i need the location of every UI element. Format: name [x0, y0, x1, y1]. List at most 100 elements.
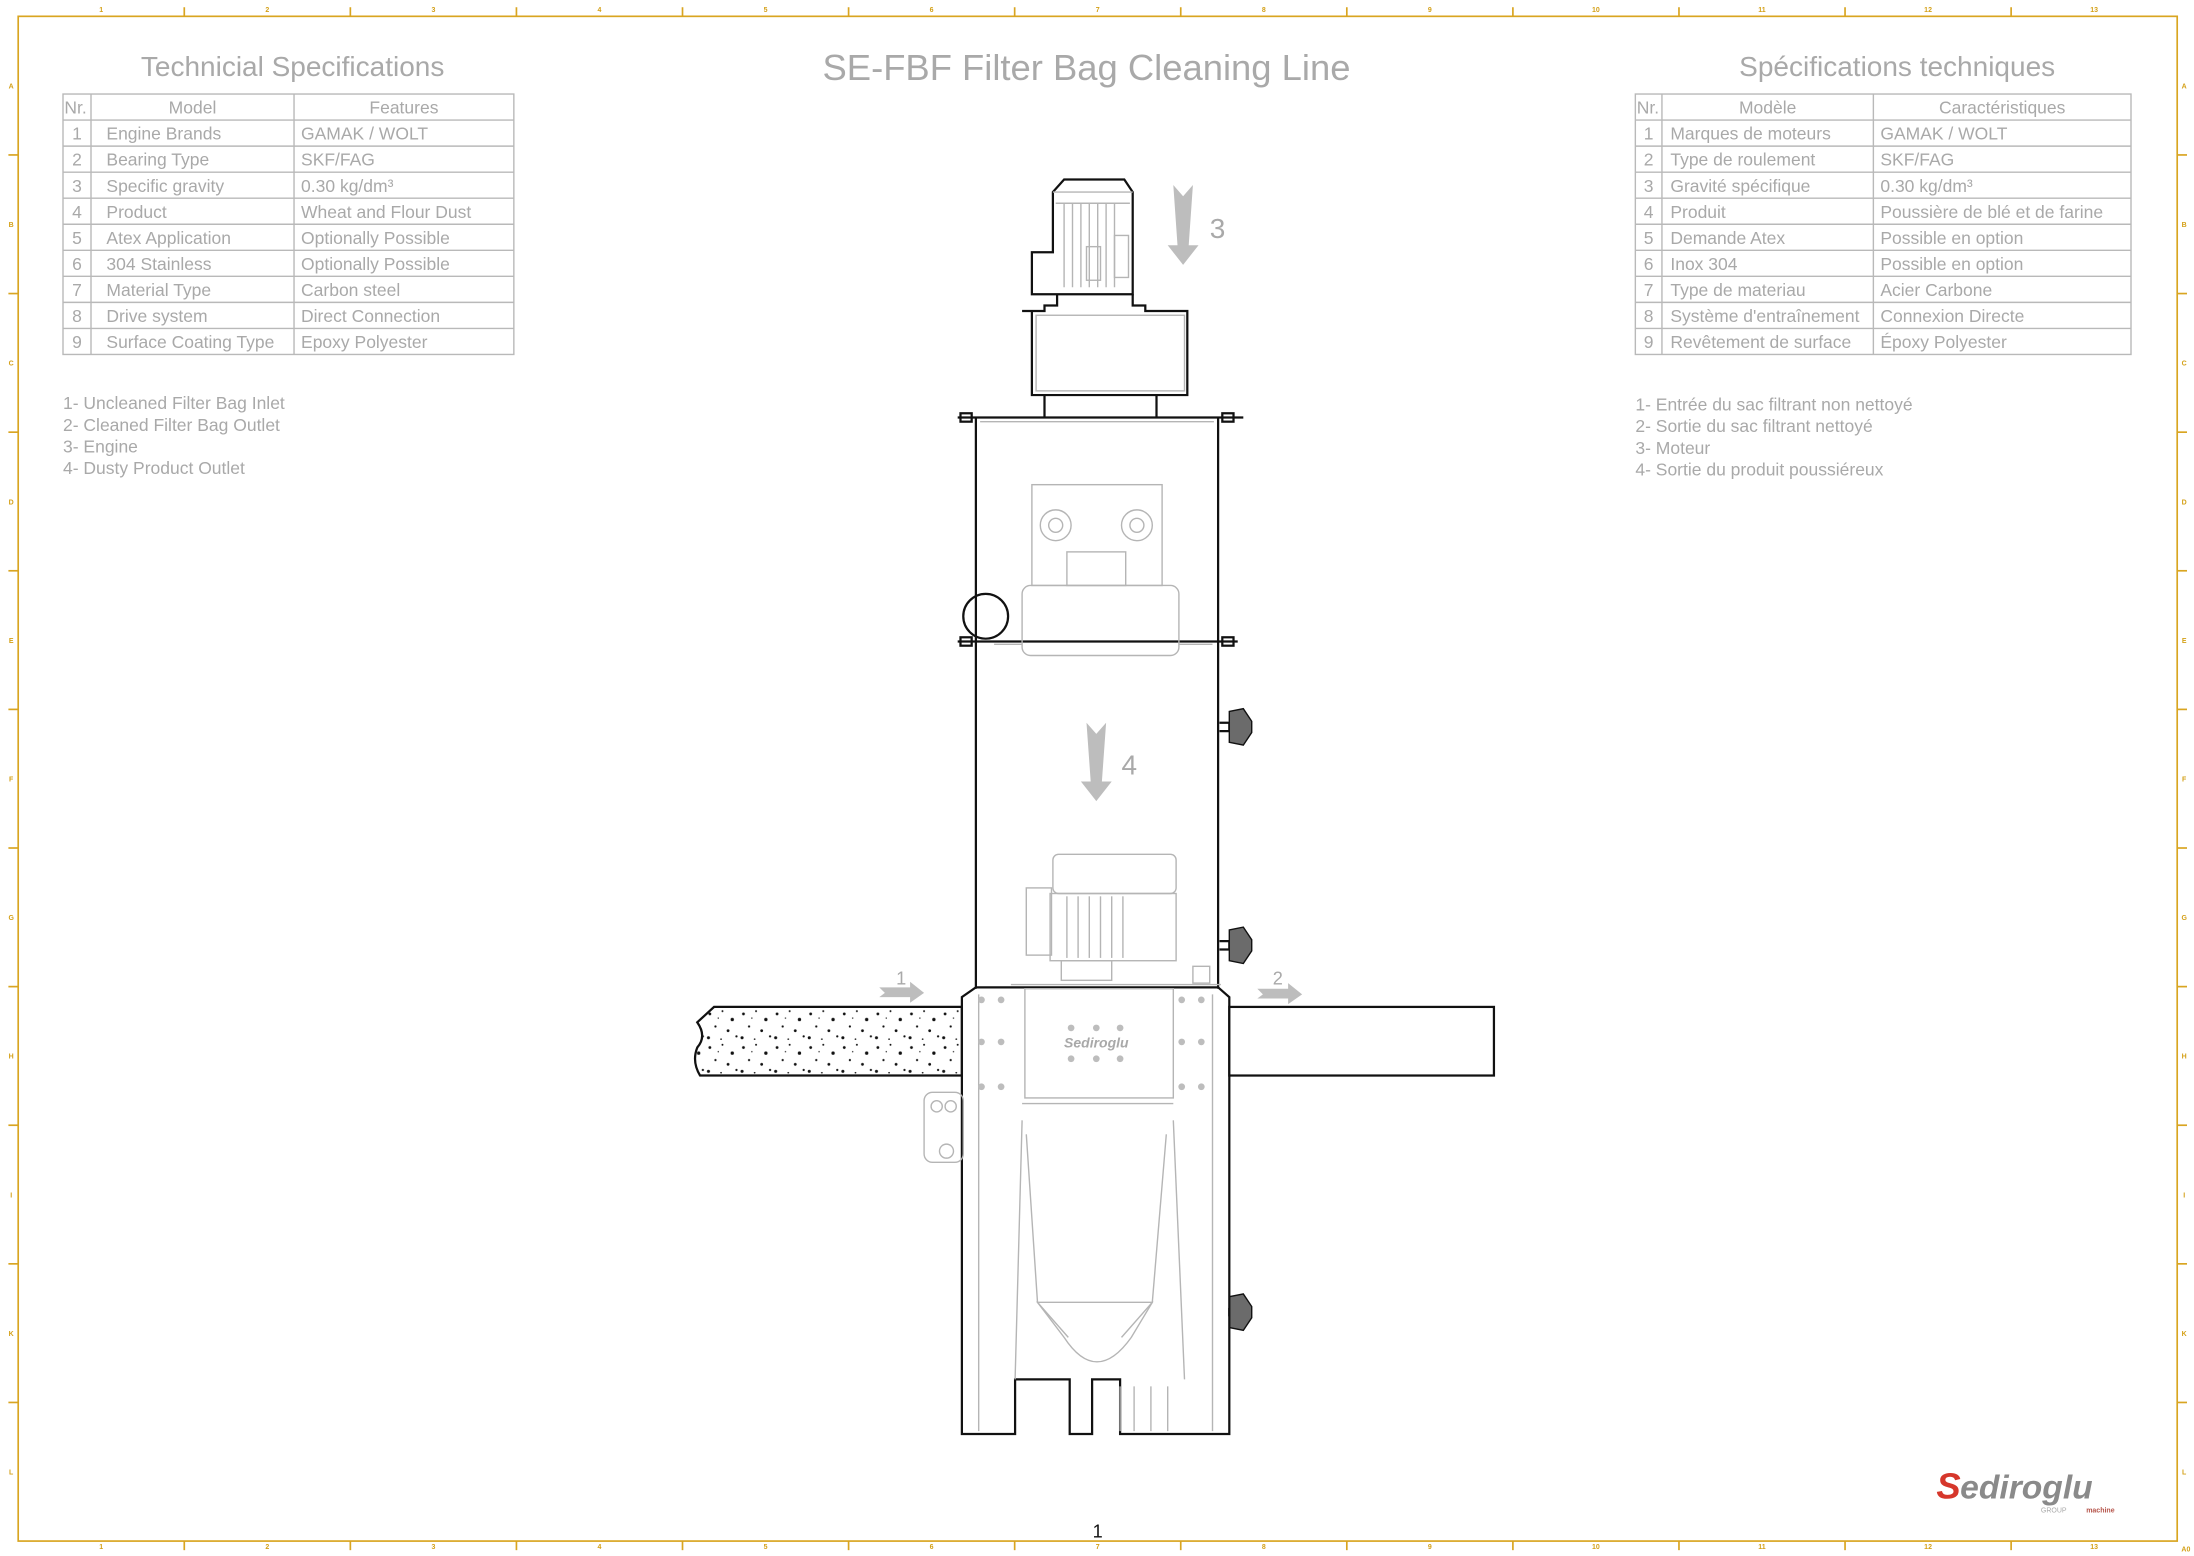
row-number: 1 — [72, 124, 82, 144]
ruler-row-label: I — [10, 1192, 12, 1199]
table-header-features: Caractéristiques — [1939, 98, 2066, 118]
legend-item: 3- Engine — [63, 436, 138, 456]
bolt — [1067, 1055, 1075, 1063]
row-number: 1 — [1644, 124, 1654, 144]
table-header-nr: Nr. — [64, 98, 86, 118]
page-number: 1 — [1093, 1522, 1103, 1542]
ruler-column-label: 4 — [598, 1544, 602, 1551]
left-specs-title: Technicial Specifications — [141, 51, 444, 82]
ruler-column-label: 2 — [265, 1544, 269, 1551]
table-header-model: Modèle — [1739, 98, 1796, 118]
ruler-column-label: 11 — [1758, 7, 1766, 14]
lower-engine — [1010, 853, 1221, 986]
bolt — [1067, 1024, 1075, 1032]
row-feature: Carbon steel — [301, 280, 400, 300]
row-number: 4 — [1644, 202, 1654, 222]
table-header-features: Features — [369, 98, 438, 118]
ruler-column-label: 12 — [1924, 1544, 1932, 1551]
ruler-row-label: D — [2182, 499, 2187, 506]
bolt — [1178, 1083, 1186, 1091]
ruler-row-label: B — [9, 222, 14, 229]
bolt — [1092, 1024, 1100, 1032]
row-number: 8 — [1644, 306, 1654, 326]
bolt — [1197, 996, 1205, 1004]
ruler-column-label: 5 — [764, 7, 768, 14]
logo-group: GROUP — [2041, 1507, 2067, 1514]
row-number: 6 — [1644, 254, 1654, 274]
ruler-row-label: C — [9, 361, 14, 368]
arrow-dusty-outlet: 4 — [1080, 722, 1138, 802]
ruler-column-label: 9 — [1428, 1544, 1432, 1551]
callout-2: 2 — [1273, 969, 1283, 989]
legend-item: 2- Cleaned Filter Bag Outlet — [63, 415, 280, 435]
row-number: 4 — [72, 202, 82, 222]
ruler-column-label: 8 — [1262, 1544, 1266, 1551]
ruler-column-label: 7 — [1096, 7, 1100, 14]
bolt — [997, 996, 1005, 1004]
ruler-column-label: 3 — [431, 7, 435, 14]
callout-4: 4 — [1122, 749, 1138, 780]
ruler-row-label: L — [9, 1470, 14, 1477]
row-feature: Direct Connection — [301, 306, 440, 326]
row-number: 7 — [1644, 280, 1654, 300]
legend-item: 3- Moteur — [1635, 438, 1710, 458]
row-feature: Possible en option — [1880, 254, 2023, 274]
callout-3: 3 — [1210, 213, 1226, 244]
row-model: Material Type — [106, 280, 211, 300]
ruler-row-label: K — [9, 1331, 14, 1338]
legend-item: 4- Dusty Product Outlet — [63, 458, 245, 478]
ruler-row-label: I — [2183, 1192, 2185, 1199]
callout-1: 1 — [896, 969, 906, 989]
ruler-column-label: 3 — [431, 1544, 435, 1551]
row-feature: Epoxy Polyester — [301, 332, 428, 352]
row-model: Surface Coating Type — [106, 332, 274, 352]
row-feature: Optionally Possible — [301, 228, 450, 248]
ruler-row-label: E — [2182, 638, 2187, 645]
row-feature: Optionally Possible — [301, 254, 450, 274]
row-number: 2 — [1644, 150, 1654, 170]
legend-item: 1- Entrée du sac filtrant non nettoyé — [1635, 394, 1912, 414]
row-model: Demande Atex — [1670, 228, 1785, 248]
row-number: 9 — [72, 332, 82, 352]
right-specs-title: Spécifications techniques — [1739, 51, 2055, 82]
ruler-row-label: A — [2182, 83, 2187, 90]
ruler-column-label: 4 — [598, 7, 602, 14]
row-feature: Époxy Polyester — [1880, 332, 2007, 352]
row-model: Engine Brands — [106, 124, 221, 144]
sediroglu-logo: S ediroglu GROUP machine — [1936, 1465, 2114, 1514]
sheet-size-label: A0 — [2181, 1547, 2190, 1554]
ruler-column-label: 13 — [2090, 1544, 2098, 1551]
legend-item: 4- Sortie du produit poussiéreux — [1635, 460, 1883, 480]
logo-wordmark: ediroglu — [1960, 1469, 2093, 1506]
ruler-column-label: 6 — [930, 1544, 934, 1551]
row-number: 5 — [1644, 228, 1654, 248]
ruler-column-label: 12 — [1924, 7, 1932, 14]
row-model: Type de roulement — [1670, 150, 1815, 170]
page-title: SE-FBF Filter Bag Cleaning Line — [823, 47, 1351, 88]
bolt — [1116, 1055, 1124, 1063]
machine-drawing: 3 4 1 2 — [693, 178, 1496, 1436]
top-engine — [1022, 178, 1189, 418]
row-feature: Connexion Directe — [1880, 306, 2024, 326]
row-model: Specific gravity — [106, 176, 224, 196]
logo-initial: S — [1936, 1465, 1960, 1506]
legend-item: 1- Uncleaned Filter Bag Inlet — [63, 393, 285, 413]
bolt — [997, 1083, 1005, 1091]
ruler-row-label: K — [2182, 1331, 2187, 1338]
row-feature: Poussière de blé et de farine — [1880, 202, 2103, 222]
